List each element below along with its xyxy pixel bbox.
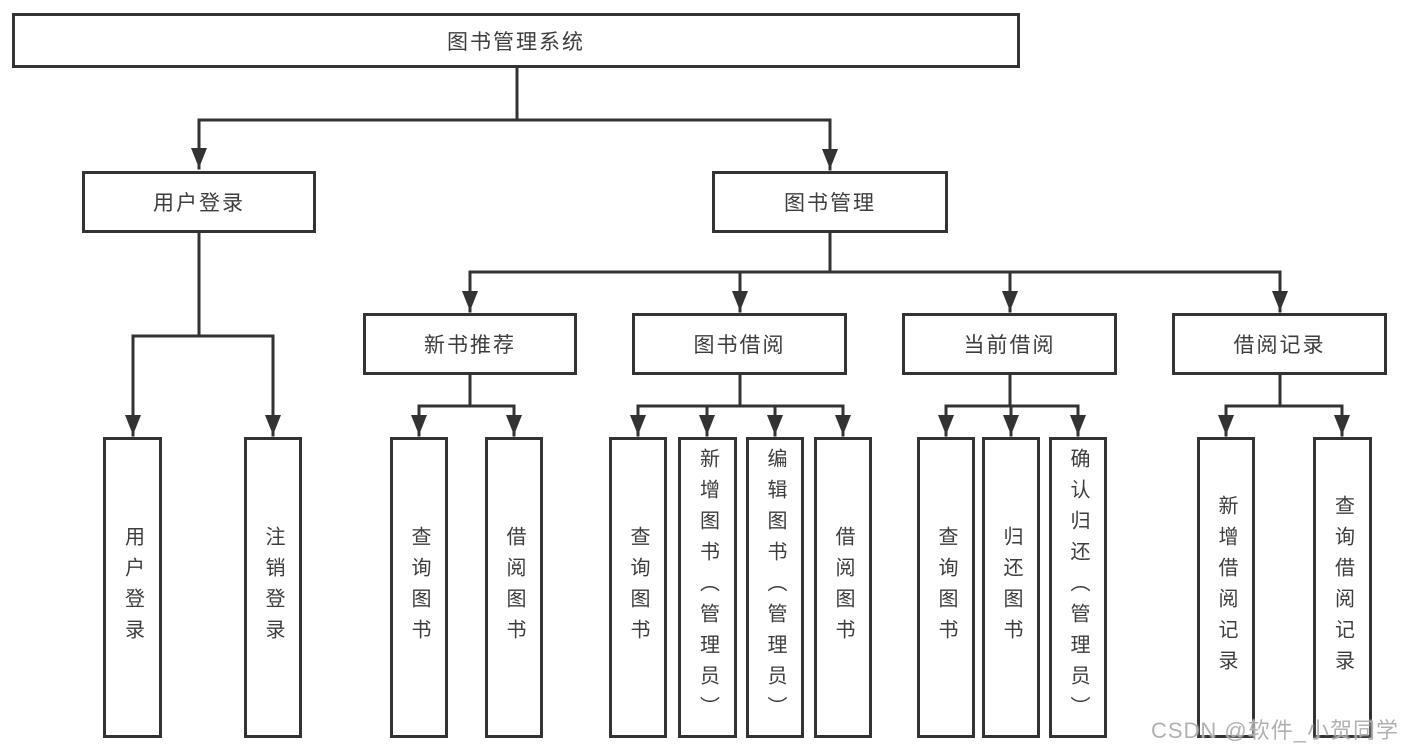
node-current-borrowing: 当前借阅: [902, 313, 1117, 375]
node-label: 新增借阅记录: [1215, 494, 1237, 681]
node-label: 注销登录: [262, 525, 284, 650]
node-label: 归还图书: [1000, 525, 1022, 650]
node-label: 查询图书: [408, 525, 430, 650]
node-user-login-branch: 用户登录: [82, 171, 316, 233]
node-user-login-leaf: 用户登录: [103, 437, 162, 738]
node-recommend-borrow-books: 借阅图书: [485, 437, 543, 738]
node-label: 用户登录: [121, 525, 144, 650]
node-borrow-records: 借阅记录: [1172, 313, 1387, 375]
node-library-management-system: 图书管理系统: [12, 13, 1020, 68]
node-label: 确认归还（管理员）: [1067, 448, 1089, 727]
node-logout: 注销登录: [244, 437, 302, 738]
node-current-query-books: 查询图书: [917, 437, 975, 738]
node-recommend-query-books: 查询图书: [390, 437, 448, 738]
node-borrowing-edit-books-admin: 编辑图书（管理员）: [746, 437, 804, 738]
node-label: 图书借阅: [693, 334, 786, 357]
node-book-management-branch: 图书管理: [712, 171, 948, 233]
node-label: 查询图书: [935, 525, 957, 650]
node-current-return-books: 归还图书: [982, 437, 1040, 738]
node-label: 借阅图书: [503, 525, 525, 650]
node-label: 图书管理系统: [447, 30, 585, 54]
node-borrowing-borrow-books: 借阅图书: [814, 437, 872, 738]
node-label: 用户登录: [153, 192, 245, 215]
node-borrowing-add-books-admin: 新增图书（管理员）: [678, 437, 737, 738]
node-book-borrowing: 图书借阅: [632, 313, 847, 375]
node-current-confirm-return-admin: 确认归还（管理员）: [1049, 437, 1107, 738]
node-new-book-recommend: 新书推荐: [363, 313, 577, 375]
node-label: 编辑图书（管理员）: [764, 448, 786, 727]
node-label: 查询图书: [627, 525, 649, 650]
node-label: 图书管理: [784, 192, 876, 215]
node-label: 当前借阅: [963, 334, 1056, 357]
node-label: 查询借阅记录: [1331, 494, 1354, 681]
node-label: 新增图书（管理员）: [696, 448, 719, 727]
node-records-query-record: 查询借阅记录: [1313, 437, 1372, 738]
node-records-add-record: 新增借阅记录: [1197, 437, 1255, 738]
node-label: 新书推荐: [424, 334, 516, 357]
node-label: 借阅图书: [832, 525, 854, 650]
node-borrowing-query-books: 查询图书: [609, 437, 667, 738]
node-label: 借阅记录: [1233, 334, 1326, 357]
